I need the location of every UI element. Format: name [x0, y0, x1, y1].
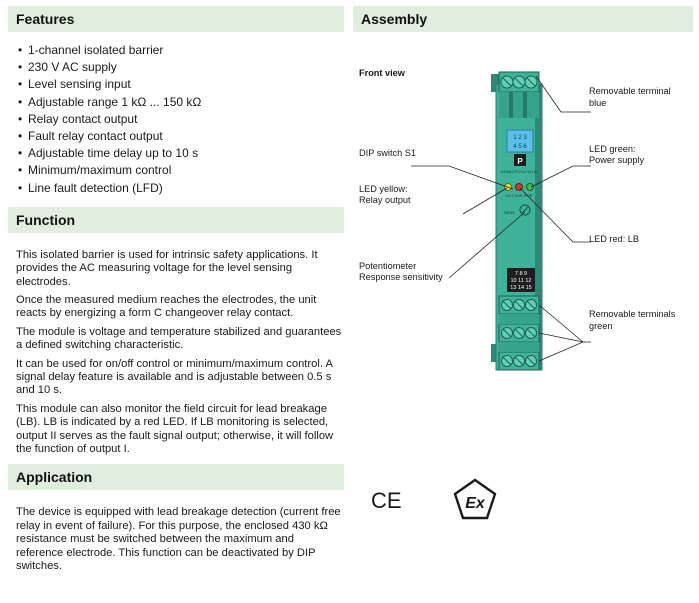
pot-legend: SENS. — [504, 210, 516, 215]
bottom-terminal-block-1 — [498, 295, 540, 315]
front-view-label: Front view — [359, 68, 405, 78]
function-text: This isolated barrier is used for intrin… — [8, 249, 344, 457]
feature-item: Minimum/maximum control — [18, 162, 344, 179]
ce-mark-icon: CE — [371, 488, 402, 513]
leader-led-red — [519, 187, 591, 243]
label-led-green-line2: Power supply — [589, 155, 645, 165]
right-column: Assembly Front view 1 2 3 4 5 6 P KFA6-E… — [353, 6, 693, 596]
label-led-yellow-line2: Relay output — [359, 195, 411, 205]
rail-clip-bottom — [491, 344, 499, 362]
function-heading: Function — [8, 206, 344, 233]
svg-text:Ex: Ex — [465, 495, 486, 512]
top-terminal-screws — [500, 75, 538, 89]
label-led-red: LED red: LB — [589, 234, 640, 244]
leader-led-yellow — [462, 187, 508, 215]
label-pot-line1: Potentiometer — [359, 261, 417, 271]
assembly-heading: Assembly — [353, 6, 693, 32]
application-text: The device is equipped with lead breakag… — [8, 506, 344, 573]
label-led-yellow-line1: LED yellow: — [359, 184, 408, 194]
label-pot-line2: Response sensitivity — [359, 272, 443, 282]
terminal-row-3: 13 14 15 — [510, 285, 531, 291]
brand-logo-letter: P — [517, 157, 523, 166]
bottom-terminal-block-3 — [498, 351, 540, 371]
terminal-number-panel — [507, 268, 535, 292]
feature-item: 1-channel isolated barrier — [18, 42, 344, 59]
housing-side — [535, 84, 542, 370]
leader-terminal-blue — [535, 75, 591, 113]
label-dip-switch: DIP switch S1 — [359, 148, 417, 158]
label-terminal-blue-line1: Removable terminal — [589, 86, 671, 96]
led-legend: OUT CHK PWR — [506, 194, 533, 198]
svg-text:CE: CE — [371, 488, 402, 513]
brand-logo — [514, 154, 526, 166]
leader-green-3 — [538, 341, 591, 362]
model-text: KFA6-ER-Ex1.W.LB — [501, 169, 537, 174]
dip-numbers-top: 1 2 3 — [513, 135, 527, 141]
features-list: 1-channel isolated barrier230 V AC suppl… — [8, 42, 344, 197]
features-heading: Features — [8, 6, 344, 32]
function-paragraph: This module can also monitor the field c… — [16, 402, 334, 455]
top-terminal-body — [499, 92, 539, 118]
dip-switch-panel — [506, 129, 534, 153]
function-paragraph: Once the measured medium reaches the ele… — [16, 293, 317, 320]
ex-mark-icon: Ex — [453, 478, 497, 520]
leader-lines — [411, 75, 591, 362]
terminal-row-2: 10 11 12 — [510, 278, 531, 284]
feature-item: Fault relay contact output — [18, 128, 344, 145]
device-front-view: 1 2 3 4 5 6 P KFA6-ER-Ex1.W.LB OUT CHK P… — [411, 71, 591, 371]
dip-numbers-bottom: 4 5 6 — [513, 144, 527, 150]
application-paragraph: The device is equipped with lead breakag… — [16, 506, 341, 572]
feature-item: Adjustable range 1 kΩ ... 150 kΩ — [18, 94, 344, 111]
feature-item: Adjustable time delay up to 10 s — [18, 145, 344, 162]
bottom-terminal-block-2 — [498, 323, 540, 343]
label-led-green-line1: LED green: — [589, 144, 636, 154]
leader-green-2 — [538, 332, 584, 343]
leader-pot — [448, 211, 526, 279]
label-terminals-green-line1: Removable terminals — [589, 309, 676, 319]
leader-green-1 — [538, 304, 584, 343]
feature-item: Level sensing input — [18, 76, 344, 93]
label-terminals-green-line2: green — [589, 321, 613, 331]
feature-item: 230 V AC supply — [18, 59, 344, 76]
leader-dip — [411, 165, 514, 190]
application-heading: Application — [8, 464, 344, 491]
feature-item: Line fault detection (LFD) — [18, 180, 344, 197]
terminal-row-1: 7 8 9 — [515, 271, 527, 277]
leader-led-green — [530, 165, 591, 188]
function-paragraph: The module is voltage and temperature st… — [16, 325, 342, 352]
rail-clip-top — [491, 74, 499, 92]
function-paragraph: This isolated barrier is used for intrin… — [16, 248, 318, 288]
function-paragraph: It can be used for on/off control or min… — [16, 357, 333, 397]
label-terminal-blue-line2: blue — [589, 98, 607, 108]
left-column: Features 1-channel isolated barrier230 V… — [8, 6, 344, 578]
feature-item: Relay contact output — [18, 111, 344, 128]
led-green-icon — [526, 183, 534, 191]
